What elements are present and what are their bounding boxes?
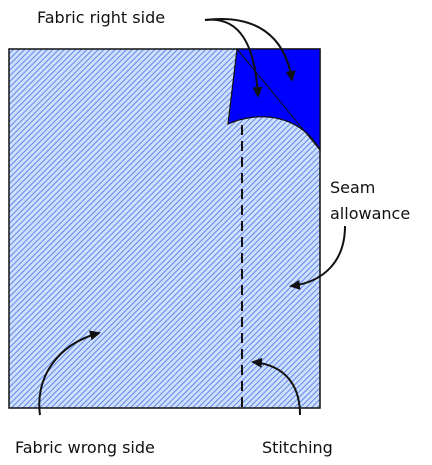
label-stitching: Stitching xyxy=(262,438,333,457)
label-seam: Seam xyxy=(330,178,376,197)
label-allowance: allowance xyxy=(330,204,411,223)
label-fabric-wrong-side: Fabric wrong side xyxy=(15,438,155,457)
arrow-seam-allowance xyxy=(289,225,346,290)
arrow-stitching xyxy=(251,357,301,416)
arrow-wrong-side xyxy=(38,330,101,416)
label-fabric-right-side: Fabric right side xyxy=(37,8,166,27)
arrow-right-side-2 xyxy=(204,18,296,82)
fold-line xyxy=(236,48,321,151)
